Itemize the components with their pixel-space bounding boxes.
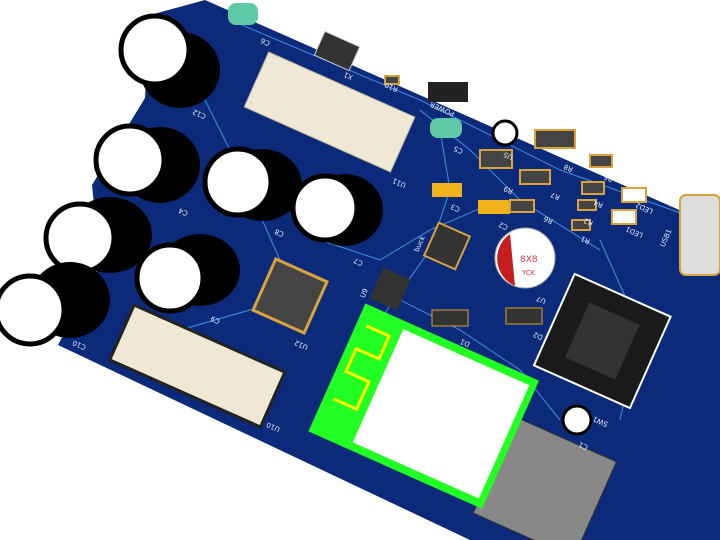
- wifi-module: [308, 303, 539, 509]
- capacitor-c3: [432, 183, 462, 197]
- capacitor-c10: [0, 262, 110, 347]
- capacitor-c7: [290, 173, 383, 246]
- capacitor-c9: [134, 234, 240, 314]
- silkscreen-labels: C6 X1 R10 POWER C5 U11 C12 C4 C8 C7 C9 C…: [71, 36, 673, 451]
- switch-sw1: [532, 272, 672, 410]
- label-c6: C6: [259, 36, 271, 47]
- label-c3: C3: [449, 202, 461, 213]
- led2: [621, 187, 647, 203]
- capacitor-c2: [478, 200, 510, 214]
- label-r4: R4: [592, 198, 604, 209]
- capacitor-c5: [430, 118, 462, 138]
- label-r2: R2: [583, 216, 595, 227]
- capacitor-c1: [561, 404, 593, 436]
- label-r7: R7: [550, 190, 562, 201]
- electrolytic-capacitors: [0, 13, 383, 347]
- label-u9: U9: [359, 287, 370, 299]
- capacitor-c11: [43, 197, 152, 275]
- label-r6: R6: [542, 214, 554, 225]
- relay-u10: [107, 303, 287, 429]
- label-r5: R5: [603, 172, 615, 183]
- relay-u11: [243, 51, 416, 173]
- label-r1: R1: [580, 234, 592, 245]
- ic-buck: [422, 221, 472, 271]
- inductor-u7: 8X8 YCK: [494, 227, 556, 289]
- ic-u12: [251, 257, 329, 335]
- label-c1: C1: [577, 440, 589, 451]
- inductor-size-text: 8X8: [520, 255, 538, 265]
- label-c2: C2: [497, 220, 509, 231]
- label-u7: U7: [535, 294, 547, 305]
- power-header: [428, 82, 468, 102]
- label-c9: C9: [209, 314, 221, 325]
- crystal-x1: [313, 30, 361, 72]
- capacitor-c6: [228, 3, 258, 25]
- via-hole: [491, 119, 519, 147]
- label-c8: C8: [273, 227, 285, 238]
- diode-d1: [431, 309, 469, 327]
- label-c7: C7: [352, 256, 364, 267]
- label-c5: C5: [452, 144, 464, 155]
- ic-u9: [369, 267, 411, 311]
- label-u5: U5: [502, 150, 514, 161]
- capacitor-c12: [118, 13, 220, 108]
- capacitor-c8: [202, 146, 302, 221]
- diode-d2: [505, 307, 543, 325]
- label-d1: D1: [459, 337, 471, 348]
- led1: [611, 209, 637, 225]
- usb-c-connector[interactable]: [679, 194, 720, 276]
- capacitor-c4: [93, 123, 200, 203]
- label-r8: R8: [563, 162, 575, 173]
- label-d2: D2: [532, 330, 544, 341]
- inductor-brand-text: YCK: [521, 269, 536, 277]
- resistors: [384, 75, 613, 231]
- label-c4: C4: [177, 206, 189, 217]
- label-x1: X1: [343, 70, 355, 81]
- label-r9: R9: [503, 184, 515, 195]
